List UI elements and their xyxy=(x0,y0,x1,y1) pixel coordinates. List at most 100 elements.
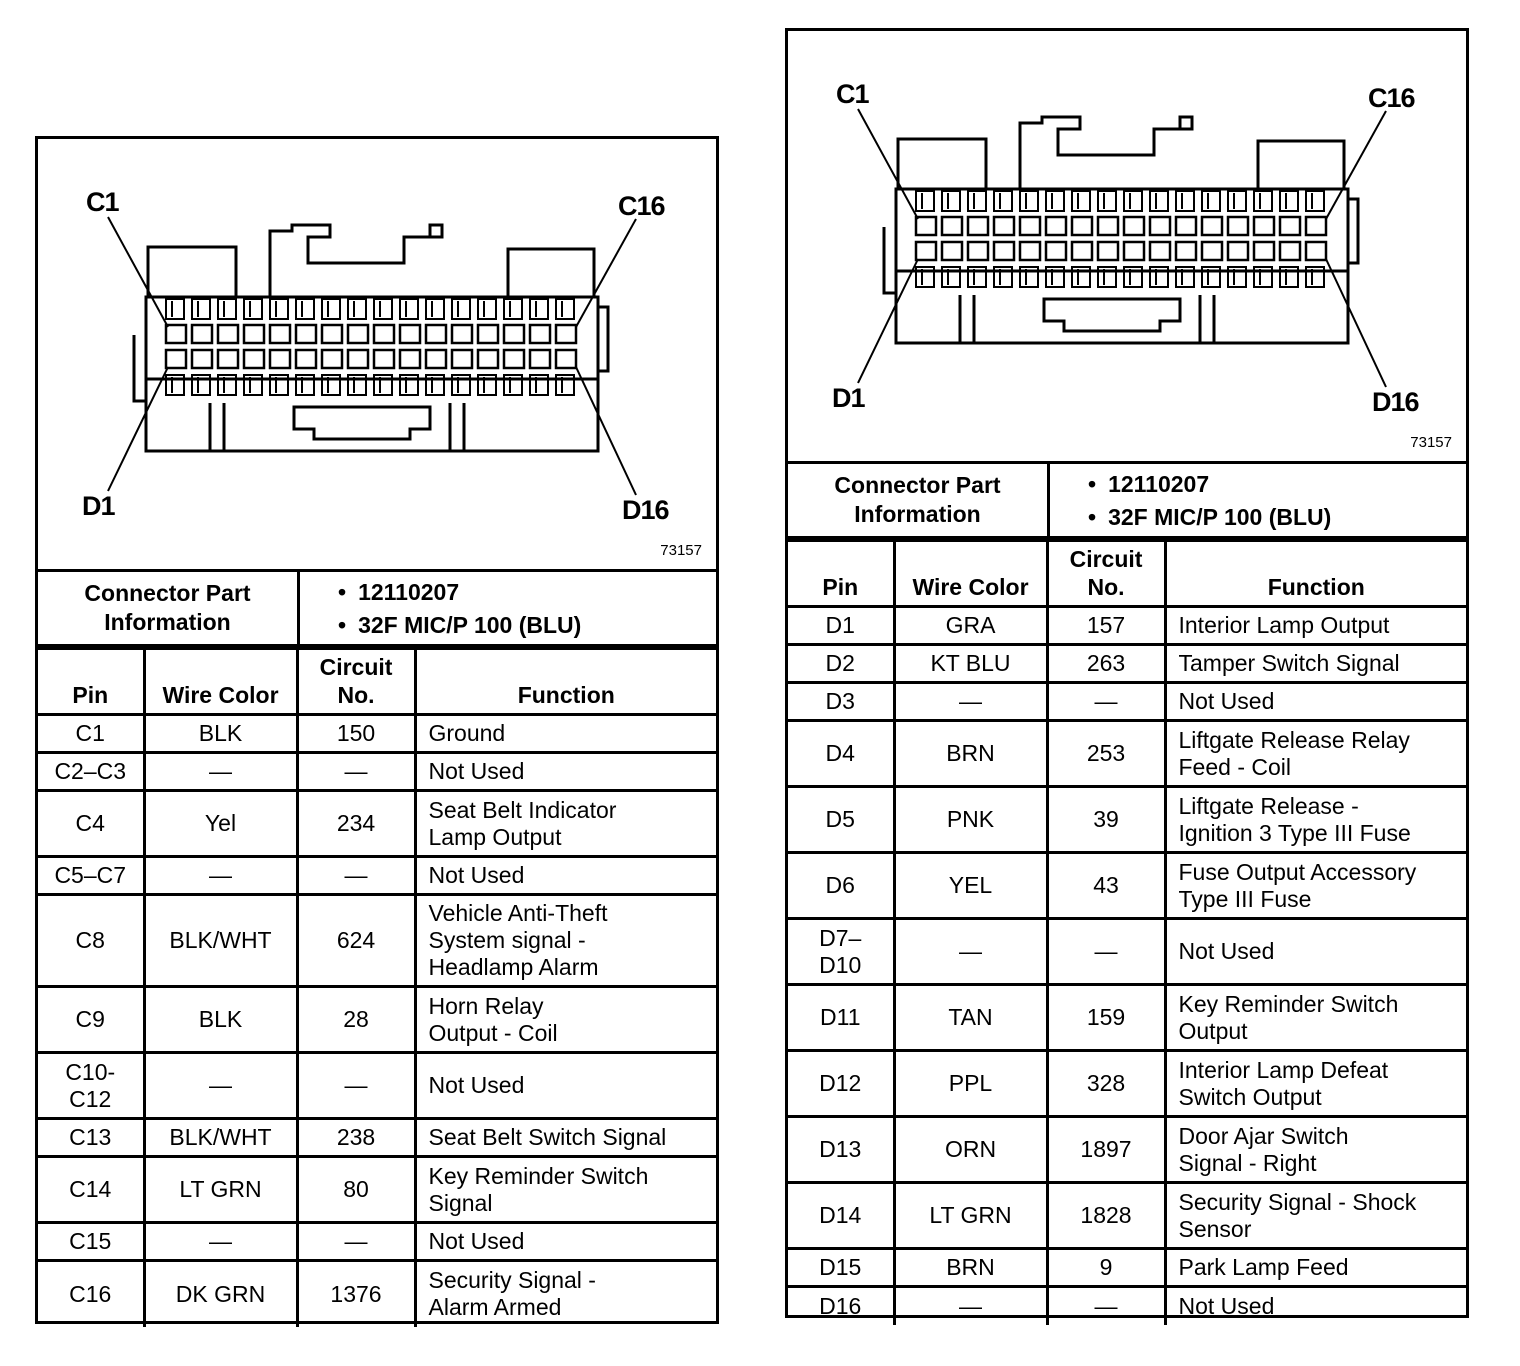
terminal-d-bottom xyxy=(321,374,341,396)
terminal-d-bottom xyxy=(399,374,419,396)
cavity-c xyxy=(320,323,344,345)
header-pin: Pin xyxy=(38,647,146,716)
cavity-d xyxy=(1278,240,1302,262)
cell-pin: C8 xyxy=(38,893,146,988)
terminal-d-bottom xyxy=(1123,266,1143,288)
cavity-c xyxy=(1148,215,1172,237)
terminal-d-bottom xyxy=(1149,266,1169,288)
terminal-c-top xyxy=(1279,190,1299,212)
cell-circuit-no: 150 xyxy=(295,713,417,754)
cell-circuit-no: — xyxy=(1045,917,1167,986)
cell-function: Tamper Switch Signal xyxy=(1163,643,1466,684)
cell-pin: C5–C7 xyxy=(38,855,146,896)
connector-diagram: C1 C16 D1 D16 73157 xyxy=(38,139,716,572)
cell-circuit-no: 328 xyxy=(1045,1049,1167,1118)
leader-line-c16 xyxy=(575,218,637,328)
cavity-c xyxy=(268,323,292,345)
cavity-d xyxy=(1226,240,1250,262)
cell-wire-color: — xyxy=(142,751,299,792)
cell-circuit-no: 624 xyxy=(295,893,417,988)
cell-pin: D15 xyxy=(788,1247,896,1288)
cell-wire-color: LT GRN xyxy=(142,1155,299,1224)
terminal-c-top xyxy=(451,298,471,320)
cell-pin: D4 xyxy=(788,719,896,788)
cavity-c xyxy=(1044,215,1068,237)
terminal-c-top xyxy=(1149,190,1169,212)
cavity-c xyxy=(294,323,318,345)
terminal-d-bottom xyxy=(217,374,237,396)
terminal-c-top xyxy=(993,190,1013,212)
header-wire-color: Wire Color xyxy=(142,647,299,716)
cavity-d xyxy=(940,240,964,262)
cell-wire-color: BRN xyxy=(892,1247,1049,1288)
cell-pin: D11 xyxy=(788,983,896,1052)
cell-circuit-no: 28 xyxy=(295,985,417,1054)
cell-pin: D13 xyxy=(788,1115,896,1184)
terminal-c-top xyxy=(1201,190,1221,212)
terminal-c-top xyxy=(425,298,445,320)
cell-pin: C4 xyxy=(38,789,146,858)
cavity-d xyxy=(1148,240,1172,262)
cavity-c xyxy=(1174,215,1198,237)
cavity-d xyxy=(476,348,500,370)
leader-line-c16 xyxy=(1325,110,1387,220)
header-pin: Pin xyxy=(788,539,896,608)
terminal-c-top xyxy=(217,298,237,320)
leader-line-d16 xyxy=(1325,258,1387,388)
cavity-d xyxy=(966,240,990,262)
terminal-d-bottom xyxy=(295,374,315,396)
cell-circuit-no: 263 xyxy=(1045,643,1167,684)
connector-side-tabs xyxy=(132,305,610,403)
terminal-d-bottom xyxy=(503,374,523,396)
cell-pin: C13 xyxy=(38,1117,146,1158)
cavity-d xyxy=(190,348,214,370)
cell-wire-color: Yel xyxy=(142,789,299,858)
cell-function: Not Used xyxy=(413,1051,716,1120)
cell-wire-color: — xyxy=(892,681,1049,722)
cell-wire-color: — xyxy=(142,855,299,896)
table-row: C2–C3——Not Used xyxy=(38,751,716,792)
terminal-d-bottom xyxy=(555,374,575,396)
pin-label-d16: D16 xyxy=(622,495,670,525)
cell-function: Ground xyxy=(413,713,716,754)
cell-pin: C16 xyxy=(38,1259,146,1327)
cell-pin: C2–C3 xyxy=(38,751,146,792)
terminal-d-bottom xyxy=(529,374,549,396)
cavity-c xyxy=(940,215,964,237)
cell-wire-color: — xyxy=(142,1051,299,1120)
cell-circuit-no: — xyxy=(1045,1285,1167,1325)
cell-pin: D5 xyxy=(788,785,896,854)
cell-circuit-no: 253 xyxy=(1045,719,1167,788)
cavity-c xyxy=(1018,215,1042,237)
cell-circuit-no: — xyxy=(295,1221,417,1262)
terminal-c-top xyxy=(941,190,961,212)
cavity-c xyxy=(1278,215,1302,237)
terminal-c-top xyxy=(1097,190,1117,212)
cavity-d xyxy=(1174,240,1198,262)
terminal-d-bottom xyxy=(347,374,367,396)
terminal-c-top xyxy=(347,298,367,320)
cell-wire-color: PPL xyxy=(892,1049,1049,1118)
cell-wire-color: TAN xyxy=(892,983,1049,1052)
terminal-d-bottom xyxy=(243,374,263,396)
cavity-d xyxy=(242,348,266,370)
connector-face-drawing xyxy=(107,216,637,496)
terminal-c-top xyxy=(477,298,497,320)
terminal-c-top xyxy=(1045,190,1065,212)
connector-part-info-values: 12110207 32F MIC/P 100 (BLU) xyxy=(1050,464,1466,536)
cavity-c xyxy=(528,323,552,345)
